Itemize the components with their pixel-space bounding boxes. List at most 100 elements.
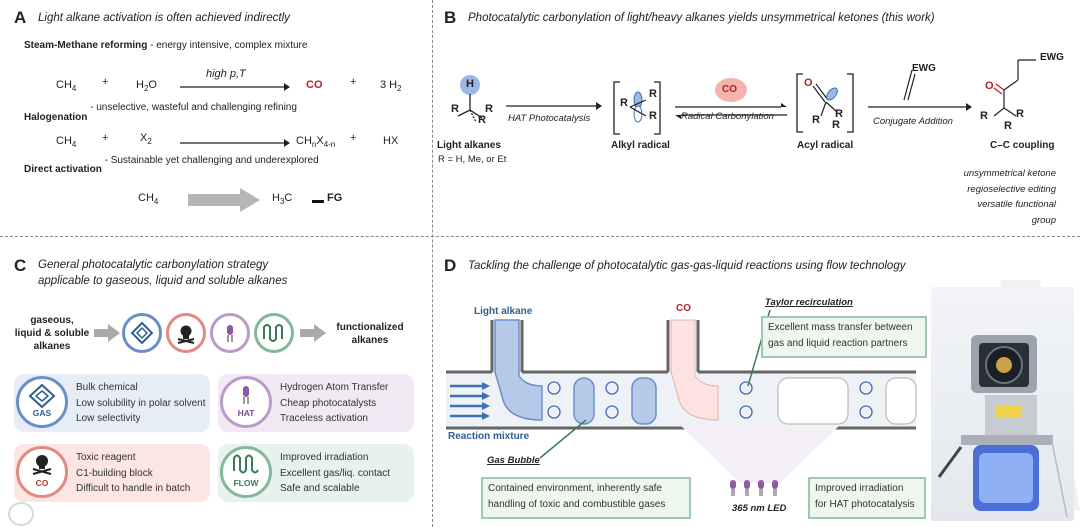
panel-a-letter: A (14, 8, 27, 27)
output-line-1: functionalized (336, 322, 404, 333)
r2-plus1: + (102, 132, 109, 144)
cc-coupling-label: C–C coupling (990, 140, 1055, 151)
r1-h2o: H2O (136, 79, 157, 94)
input-arrow (94, 324, 120, 342)
irradiation-box-line-2: for HAT photocatalysis (815, 499, 915, 510)
r2-arrow (180, 139, 290, 147)
gas-bubble-pointer (539, 419, 587, 459)
panel-c-title-1: General photocatalytic carbonylation str… (38, 259, 269, 271)
product-notes: unsymmetrical ketone regioselective edit… (953, 166, 1056, 228)
gas-line-3: Low selectivity (76, 413, 141, 424)
product-r-left: R (980, 110, 988, 122)
contained-box-line-1: Contained environment, inherently safe (488, 483, 662, 494)
gas-card-text: Bulk chemical Low solubility in polar so… (76, 380, 206, 427)
reaction-mixture-label: Reaction mixture (448, 431, 530, 442)
input-alkanes: gaseous, liquid & soluble alkanes (14, 314, 90, 353)
r1-plus1: + (102, 76, 109, 88)
product-ewg-label: EWG (1040, 52, 1064, 63)
alkyl-r-bottom: R (649, 110, 657, 122)
r3-gray-arrow (188, 188, 260, 212)
alkyl-r-top: R (649, 88, 657, 100)
co-card-label: CO (35, 478, 49, 488)
vertical-divider (432, 0, 433, 527)
note-unsymmetrical: unsymmetrical ketone (963, 168, 1056, 179)
panel-d-letter: D (444, 256, 457, 275)
acyl-radical-brackets (796, 73, 854, 133)
smr-row: Steam-Methane reforming - energy intensi… (24, 40, 307, 51)
panel-a-title: Light alkane activation is often achieve… (38, 12, 290, 24)
led-icon (210, 313, 250, 353)
flow-coil-icon (254, 313, 294, 353)
reactor-photo (931, 287, 1074, 521)
r2-plus2: + (350, 132, 357, 144)
dir-label: Direct activation (24, 164, 102, 175)
flow-card-text: Improved irradiation Excellent gas/liq. … (280, 450, 390, 497)
taylor-box: Excellent mass transfer between gas and … (761, 316, 927, 358)
r3-fg: FG (327, 192, 343, 204)
r3-ch4: CH4 (138, 192, 159, 207)
co-bubble (715, 78, 747, 102)
light-alkane-structure (457, 94, 483, 123)
panel-c-title-2: applicable to gaseous, liquid and solubl… (38, 275, 288, 287)
irradiation-box-line-1: Improved irradiation (815, 483, 904, 494)
hat-card-icon (220, 376, 272, 428)
hat-line-3: Traceless activation (280, 413, 368, 424)
hal-desc: - unselective, wasteful and challenging … (90, 102, 297, 113)
alkyl-radical-label: Alkyl radical (611, 140, 670, 151)
note-regioselective: regioselective editing (967, 183, 1056, 195)
horizontal-divider (0, 236, 1080, 237)
input-line-1: gaseous, (30, 315, 74, 326)
taylor-box-line-1: Excellent mass transfer between (768, 322, 913, 333)
r1-co: CO (306, 79, 323, 91)
output-arrow (300, 324, 326, 342)
co-line-2: C1-building block (76, 467, 153, 479)
product-r-bottom: R (1004, 120, 1012, 132)
r1-h2: 3 H2 (380, 79, 402, 94)
flow-line-1: Improved irradiation (280, 452, 369, 463)
product-r-right: R (1016, 108, 1024, 120)
gas-line-1: Bulk chemical (76, 382, 138, 393)
r1-arrow (180, 83, 290, 91)
panel-b-letter: B (444, 8, 457, 27)
ketone-product (993, 59, 1036, 117)
co-line-3: Difficult to handle in batch (76, 483, 191, 494)
equilibrium-arrows (675, 103, 787, 119)
r2-x2: X2 (140, 132, 152, 147)
hat-line-1: Hydrogen Atom Transfer (280, 382, 389, 393)
flow-card-label: FLOW (233, 478, 259, 488)
acyl-r-bottom: R (832, 119, 840, 131)
r2-ch4: CH4 (56, 135, 77, 150)
light-alkane-label: Light alkane (474, 306, 533, 317)
alkyl-radical-brackets (613, 81, 661, 135)
light-alkanes-label: Light alkanes (437, 140, 501, 151)
r1-ch4: CH4 (56, 79, 77, 94)
contained-box: Contained environment, inherently safe h… (481, 477, 691, 519)
hal-label: Halogenation (24, 112, 88, 123)
alkane-r-left: R (451, 103, 459, 115)
taylor-box-line-2: gas and liquid reaction partners (768, 338, 908, 349)
light-cone (680, 425, 840, 483)
h-atom-label: H (466, 78, 474, 90)
flow-line-2: Excellent gas/liq. contact (280, 467, 391, 479)
r1-plus2: + (350, 76, 357, 88)
light-alkanes-sub: R = H, Me, or Et (438, 154, 507, 165)
panel-c-letter: C (14, 256, 27, 275)
alkyl-r-left: R (620, 97, 628, 109)
input-line-2: liquid & soluble (14, 328, 90, 339)
acyl-r-right: R (835, 108, 843, 120)
hat-line-2: Cheap photocatalysts (280, 397, 377, 409)
conjugate-addition-label: Conjugate Addition (873, 116, 953, 127)
r3-bond (312, 200, 324, 203)
dir-row: Direct activation - Sustainable yet chal… (24, 155, 319, 175)
r2-product: CHnX4-n (296, 135, 336, 150)
co-card-icon (16, 446, 68, 498)
ewg-reagent-label: EWG (912, 63, 936, 74)
dir-desc: - Sustainable yet challenging and undere… (104, 155, 319, 166)
hat-photocatalysis-label: HAT Photocatalysis (508, 113, 591, 124)
co-inlet-label: CO (676, 303, 691, 314)
hal-row: Halogenation - unselective, wasteful and… (24, 102, 297, 123)
co-bubble-label: CO (722, 84, 737, 95)
hat-arrow (506, 102, 602, 110)
radical-carbonylation-label: Radical Carbonylation (681, 111, 774, 122)
acyl-r-left: R (812, 114, 820, 126)
